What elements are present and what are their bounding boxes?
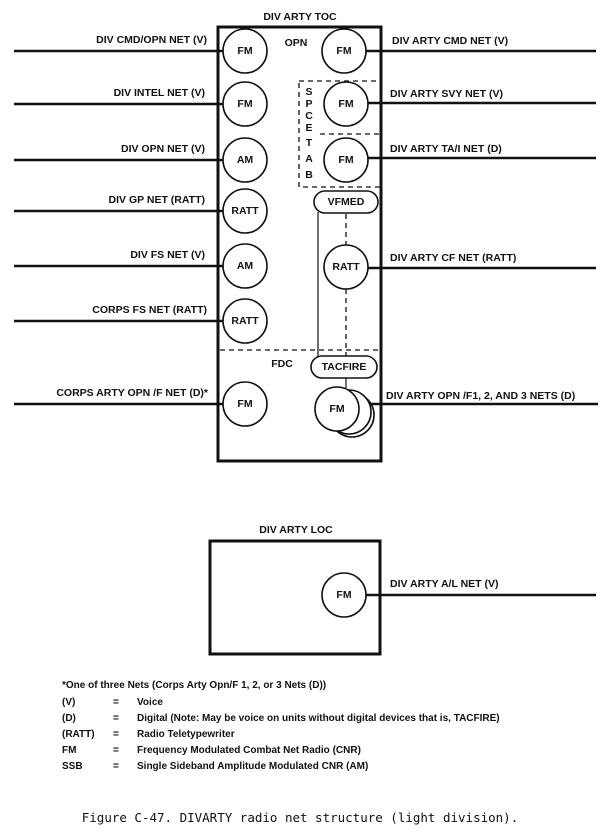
spce-letter: C	[305, 110, 313, 122]
radio-type-label: FM	[336, 45, 351, 57]
net-label-div-opn: DIV OPN NET (V)	[121, 143, 205, 155]
legend-definition: Single Sideband Amplitude Modulated CNR …	[137, 761, 368, 772]
radio-fm-div-arty-opn-f: FM	[314, 386, 360, 432]
tab-letter: B	[305, 169, 313, 181]
net-label-div-cmd-opn: DIV CMD/OPN NET (V)	[96, 34, 207, 46]
tab-letter: A	[305, 153, 313, 165]
legend-abbr: (RATT)	[62, 729, 95, 740]
legend-row: (D) = Digital (Note: May be voice on uni…	[62, 713, 500, 724]
net-label-div-arty-opn-f: DIV ARTY OPN /F1, 2, AND 3 NETS (D)	[386, 390, 575, 402]
tab-letter: T	[306, 137, 313, 149]
radio-type-label: FM	[237, 45, 252, 57]
radio-ratt-div-arty-cf: RATT	[323, 244, 369, 290]
radio-type-label: FM	[338, 154, 353, 166]
spce-letter: S	[305, 86, 312, 98]
radio-ratt-div-gp: RATT	[222, 188, 268, 234]
loc-title: DIV ARTY LOC	[259, 524, 333, 536]
radio-am-div-fs: AM	[222, 243, 268, 289]
radio-type-label: RATT	[231, 205, 259, 217]
radio-circle	[222, 28, 268, 74]
radio-type-label: FM	[338, 98, 353, 110]
spce-letter: P	[305, 98, 312, 110]
radio-type-label: RATT	[332, 261, 360, 273]
radio-ratt-corps-fs: RATT	[222, 298, 268, 344]
legend-definition: Frequency Modulated Combat Net Radio (CN…	[137, 745, 361, 756]
figure-caption: Figure C-47. DIVARTY radio net structure…	[82, 810, 519, 825]
net-label-corps-fs: CORPS FS NET (RATT)	[92, 304, 207, 316]
net-label-div-arty-ta-i: DIV ARTY TA/I NET (D)	[390, 143, 502, 155]
radio-type-label: FM	[237, 98, 252, 110]
net-label-div-arty-cmd: DIV ARTY CMD NET (V)	[392, 35, 508, 47]
radio-type-label: FM	[237, 398, 252, 410]
radio-circle	[222, 298, 268, 344]
legend-equals: =	[113, 729, 119, 740]
legend-note: *One of three Nets (Corps Arty Opn/F 1, …	[62, 680, 326, 691]
net-label-div-gp: DIV GP NET (RATT)	[109, 194, 205, 206]
toc-box	[216, 25, 383, 463]
legend-row: FM = Frequency Modulated Combat Net Radi…	[62, 745, 361, 756]
legend-equals: =	[113, 713, 119, 724]
fdc-label: FDC	[271, 358, 293, 370]
net-label-corps-arty-opn: CORPS ARTY OPN /F NET (D)*	[56, 387, 209, 399]
legend-equals: =	[113, 745, 119, 756]
legend-definition: Voice	[137, 697, 163, 708]
radio-circle	[323, 81, 369, 127]
radio-fm-div-intel: FM	[222, 81, 268, 127]
radio-fm-corps-arty-opn: FM	[222, 381, 268, 427]
radio-type-label: RATT	[231, 315, 259, 327]
radio-circle	[222, 81, 268, 127]
net-label-div-arty-cf: DIV ARTY CF NET (RATT)	[390, 252, 516, 264]
radio-circle	[222, 188, 268, 234]
legend-abbr: SSB	[62, 761, 83, 772]
radio-circle	[222, 243, 268, 289]
net-label-div-fs: DIV FS NET (V)	[130, 249, 205, 261]
radio-type-label: FM	[329, 403, 344, 415]
net-label-div-arty-a-l: DIV ARTY A/L NET (V)	[390, 578, 499, 590]
legend-row: SSB = Single Sideband Amplitude Modulate…	[62, 761, 368, 772]
radio-type-label: AM	[237, 260, 254, 272]
loc-box	[208, 539, 382, 656]
legend-definition: Digital (Note: May be voice on units wit…	[137, 713, 500, 724]
tacfire-label: TACFIRE	[322, 361, 367, 373]
legend-definition: Radio Teletypewriter	[137, 729, 235, 740]
net-label-div-intel: DIV INTEL NET (V)	[114, 87, 205, 99]
radio-circle	[222, 381, 268, 427]
radio-fm-div-arty-cmd: FM	[321, 28, 367, 74]
radio-am-div-opn: AM	[222, 137, 268, 183]
legend-abbr: (D)	[62, 713, 76, 724]
legend-abbr: FM	[62, 745, 76, 756]
radio-circle	[323, 244, 369, 290]
radio-type-label: AM	[237, 154, 254, 166]
legend-equals: =	[113, 761, 119, 772]
legend-row: (RATT) = Radio Teletypewriter	[62, 729, 235, 740]
spce-letter: E	[305, 122, 312, 134]
vfmed-label: VFMED	[328, 196, 365, 208]
radio-fm-div-arty-a-l: FM	[321, 572, 367, 618]
toc-title: DIV ARTY TOC	[263, 11, 337, 23]
radio-circle	[321, 572, 367, 618]
tacfire-box	[310, 355, 378, 379]
net-label-div-arty-svy: DIV ARTY SVY NET (V)	[390, 88, 503, 100]
radio-circle	[222, 137, 268, 183]
legend-abbr: (V)	[62, 697, 75, 708]
legend-row: (V) = Voice	[62, 697, 163, 708]
opn-label: OPN	[285, 37, 308, 49]
legend-equals: =	[113, 697, 119, 708]
radio-type-label: FM	[336, 589, 351, 601]
radio-circle	[323, 137, 369, 183]
radio-fm-div-arty-ta-i: FM	[323, 137, 369, 183]
radio-fm-div-arty-svy: FM	[323, 81, 369, 127]
radio-fm-div-cmd-opn: FM	[222, 28, 268, 74]
spce-label: S P C E	[305, 86, 313, 134]
tab-label: T A B	[305, 137, 313, 181]
spce-tab-area	[298, 80, 382, 188]
radio-circle	[314, 386, 360, 432]
radio-circle	[321, 28, 367, 74]
vfmed-box	[313, 190, 379, 214]
